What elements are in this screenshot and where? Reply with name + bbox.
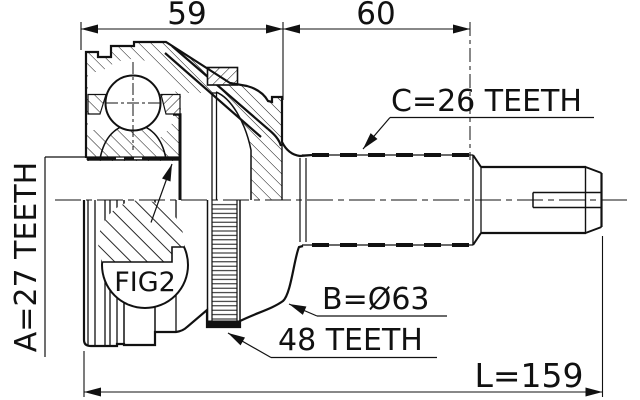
track-wedge-right	[160, 93, 181, 115]
bell-outline	[84, 40, 313, 158]
label-inboard-spline: A=27 TEETH	[9, 156, 178, 357]
leader-arrow	[289, 304, 307, 315]
dimension-59: 59	[80, 0, 284, 100]
arrowhead	[453, 24, 470, 34]
spline-end-chamfer	[472, 154, 482, 246]
b-diameter-text: B=Ø63	[322, 282, 430, 317]
label-outer-diameter: B=Ø63	[288, 282, 447, 317]
spline-gap	[134, 157, 142, 160]
arrowhead	[81, 24, 98, 34]
fig2-leader-arrow	[162, 164, 172, 182]
cover-seam-1	[171, 45, 269, 130]
abs-teeth-text: 48 TEETH	[278, 323, 423, 358]
dim-59-text: 59	[167, 0, 206, 32]
snap-ring-profile	[102, 246, 184, 263]
fig2-label: FIG2	[114, 267, 176, 298]
leader-arrow	[228, 333, 245, 346]
length-text: L=159	[474, 356, 583, 395]
spline-shaft	[299, 153, 482, 247]
end-chamfer	[585, 166, 602, 234]
arrowhead	[84, 387, 101, 397]
dim-60-text: 60	[356, 0, 395, 32]
arrowhead	[283, 24, 300, 34]
abs-ring-section	[206, 66, 239, 86]
spline-gap	[116, 157, 124, 160]
dimension-overall-length: L=159	[83, 236, 604, 397]
fig2-detail-balloon: FIG2	[98, 163, 189, 309]
arrowhead	[266, 24, 283, 34]
c-teeth-text: C=26 TEETH	[391, 84, 582, 119]
arrowhead	[585, 387, 603, 397]
cover-seam-curve	[267, 128, 283, 147]
bore-spline-line	[87, 156, 180, 161]
cover-seam-2	[164, 52, 262, 138]
bell-housing-section	[84, 40, 313, 200]
track-wedge-left	[87, 93, 107, 115]
abs-tone-ring-teeth	[212, 201, 237, 322]
leader-arrow	[363, 133, 378, 149]
label-abs-ring: 48 TEETH	[227, 323, 437, 359]
mouth-inner-surface	[215, 91, 252, 200]
spline-bore	[86, 161, 180, 200]
label-outboard-spline: C=26 TEETH	[362, 84, 594, 150]
bell-silhouette	[82, 200, 304, 348]
snap-ring-hatch	[98, 200, 185, 262]
tone-ring-tip	[208, 320, 240, 328]
a-teeth-text: A=27 TEETH	[9, 162, 44, 353]
dimension-60: 60	[283, 0, 471, 160]
